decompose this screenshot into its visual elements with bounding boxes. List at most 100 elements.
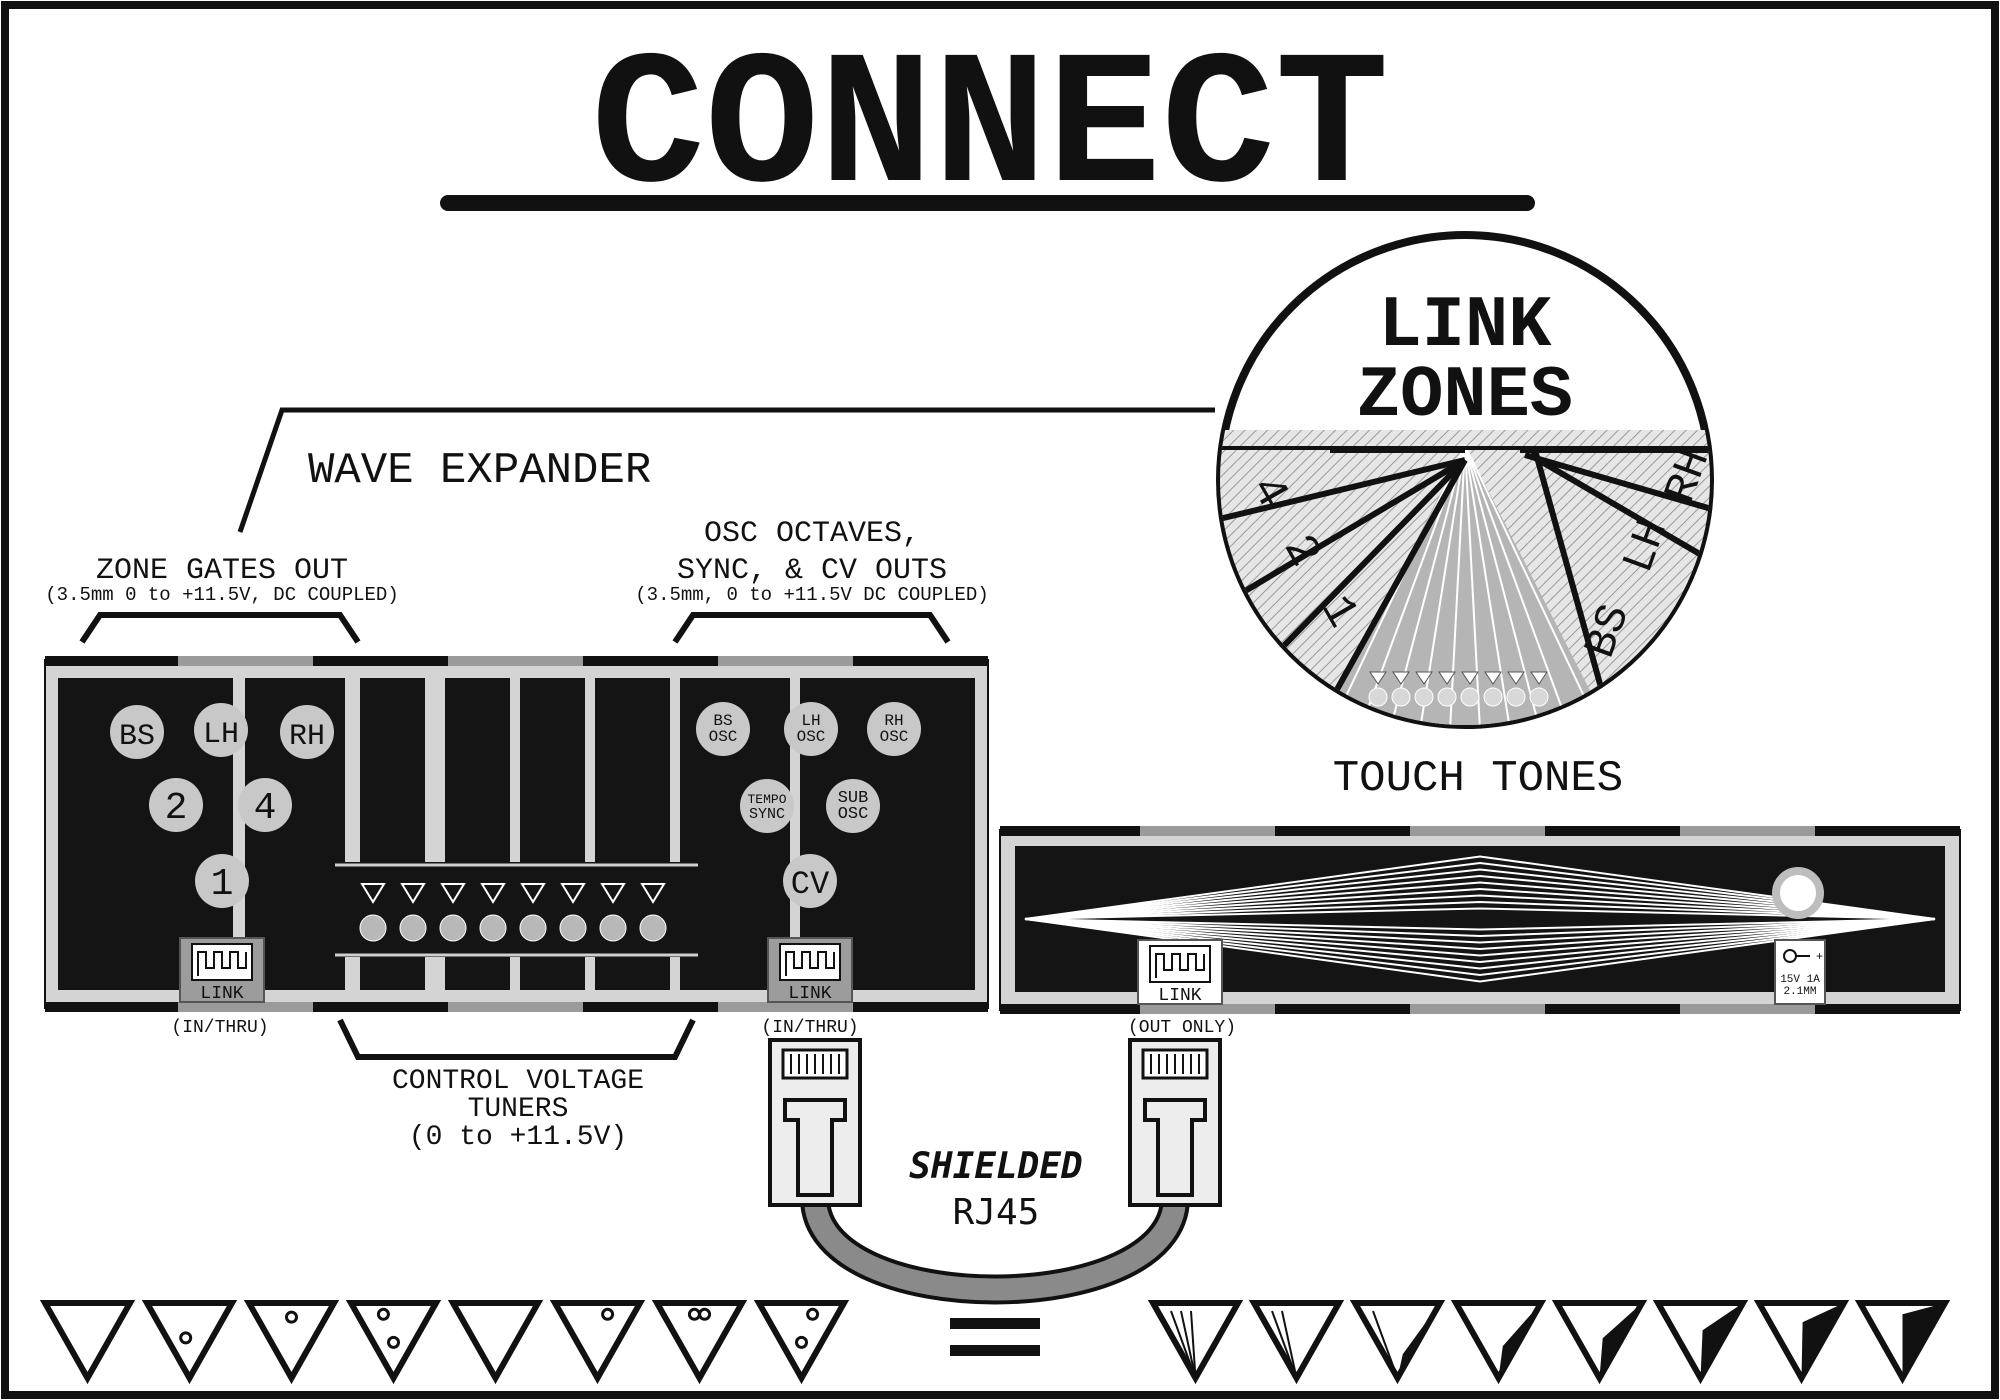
jack-4[interactable] [238, 778, 292, 832]
legend-fill [1195, 1303, 1238, 1378]
zone-mini-indicator [1461, 671, 1479, 685]
callout-line [237, 407, 1215, 533]
cv-tuner-knob[interactable] [519, 914, 547, 942]
jack-rh-osc-label-2: OSC [880, 728, 909, 746]
legend-dot [179, 1331, 193, 1345]
touch-tones-panel: LINK + 15V 1A 2.1MM [999, 826, 1961, 1014]
jack-cv-label: CV [791, 866, 830, 903]
cable-body [804, 1197, 1186, 1301]
wave-expander-label: WAVE EXPANDER [308, 446, 651, 496]
cv-tuner-indicator [520, 883, 546, 904]
equals-bar-top [950, 1318, 1040, 1329]
zone-mini-indicator [1507, 671, 1525, 685]
jack-bs[interactable] [110, 705, 164, 759]
osc-outs-title-2: SYNC, & CV OUTS [677, 554, 947, 588]
zone-mini-knob [1483, 687, 1503, 707]
cv-tuner-knob[interactable] [399, 914, 427, 942]
cv-tuner-knob[interactable] [639, 914, 667, 942]
cable-label-1: SHIELDED [909, 1146, 1082, 1187]
zone-mini-indicator [1392, 671, 1410, 685]
rj45-plug-right [1128, 1038, 1222, 1207]
power-label-1: 15V 1A [1780, 974, 1820, 986]
jack-rh[interactable] [280, 705, 334, 759]
cv-tuner-knob[interactable] [359, 914, 387, 942]
jack-tempo-sync[interactable] [740, 779, 794, 833]
cv-tuners-label-3: (0 to +11.5V) [409, 1122, 627, 1153]
cv-tuners-bracket [337, 1018, 696, 1060]
touch-line-lower [1024, 918, 1936, 957]
cv-tuner-indicator [560, 883, 586, 904]
cv-tuner-strip [335, 862, 700, 957]
legend-fill [1397, 1303, 1440, 1378]
cv-tuner-indicator [400, 883, 426, 904]
cv-tuner-indicator [600, 883, 626, 904]
zone-mini-knob [1460, 687, 1480, 707]
jack-lh[interactable] [194, 703, 248, 757]
jack-1[interactable] [195, 854, 249, 908]
legend-fill [1296, 1303, 1339, 1378]
jack-sub-osc[interactable] [826, 779, 880, 833]
legend-stroke [1190, 1310, 1197, 1379]
legend-triangle [447, 1300, 544, 1385]
zone-gates-title: ZONE GATES OUT [96, 554, 348, 588]
equals-bar-bottom [950, 1345, 1040, 1356]
osc-outs-title-1: OSC OCTAVES, [704, 517, 920, 551]
cv-tuner-knob[interactable] [599, 914, 627, 942]
touch-tones-led [1772, 867, 1824, 919]
cv-tuner-knob[interactable] [559, 914, 587, 942]
jack-bs-osc-label-2: OSC [709, 728, 738, 746]
zone-mini-indicator [1484, 671, 1502, 685]
touch-line-lower [1024, 918, 1936, 951]
link-left-label: LINK [200, 984, 243, 1004]
rj45-plug-left [768, 1038, 862, 1207]
zone-mini-knob [1529, 687, 1549, 707]
link-touch-label: LINK [1158, 986, 1201, 1006]
cv-tuners-label-1: CONTROL VOLTAGE [392, 1066, 644, 1097]
link-port-right[interactable]: LINK [767, 937, 853, 1004]
jack-lh-osc-label-1: LH [801, 712, 820, 730]
touch-line-upper [1024, 907, 1936, 920]
jack-sub-osc-label-1: SUB [838, 789, 869, 808]
zone-mini-controls [1368, 671, 1549, 707]
wave-expander-panel: BS LH RH 2 4 1 BS OSC LH OSC RH OSC TEMP… [44, 656, 989, 1012]
link-port-touch[interactable]: LINK [1137, 939, 1223, 1006]
link-port-left[interactable]: LINK [179, 937, 265, 1004]
touch-tones-label: TOUCH TONES [1333, 754, 1623, 804]
power-label-2: 2.1MM [1783, 986, 1816, 998]
legend-stroke [1180, 1310, 1197, 1379]
zone-mini-indicator [1438, 671, 1456, 685]
cv-tuner-knob[interactable] [439, 914, 467, 942]
jack-cv[interactable] [783, 854, 837, 908]
zone-gates-bracket [79, 612, 361, 644]
jack-rh-osc[interactable] [867, 702, 921, 756]
jack-rh-osc-label-1: RH [884, 712, 903, 730]
legend-stroke [1281, 1310, 1298, 1379]
power-jack[interactable]: + 15V 1A 2.1MM [1774, 939, 1826, 1005]
zone-mini-knob [1506, 687, 1526, 707]
legend-dot [687, 1307, 701, 1321]
jack-tempo-sync-label-1: TEMPO [747, 792, 786, 807]
jack-2-label: 2 [165, 787, 188, 830]
jack-2[interactable] [149, 778, 203, 832]
legend-dot [387, 1335, 400, 1349]
cv-tuner-knob[interactable] [479, 914, 507, 942]
legend-right-triangles [1147, 1300, 1951, 1385]
touch-line-lower [1024, 918, 1936, 931]
cv-tuners [359, 883, 667, 942]
jack-1-label: 1 [211, 863, 234, 906]
legend-fill [1902, 1303, 1945, 1378]
jack-bs-osc[interactable] [696, 702, 750, 756]
jack-4-label: 4 [254, 787, 277, 830]
legend-left-triangles [39, 1300, 850, 1385]
link-right-label: LINK [788, 984, 831, 1004]
link-right-note: (IN/THRU) [761, 1018, 858, 1038]
legend-fill [1599, 1303, 1642, 1378]
osc-outs-bracket [672, 612, 951, 644]
legend-triangle [549, 1300, 646, 1385]
jack-lh-osc[interactable] [784, 702, 838, 756]
legend-triangle [39, 1300, 136, 1385]
link-touch-note: (OUT ONLY) [1128, 1018, 1236, 1038]
rail-marks [178, 656, 853, 1012]
link-zones-title-2: ZONES [1357, 355, 1573, 437]
touch-line-lower [1024, 918, 1936, 964]
